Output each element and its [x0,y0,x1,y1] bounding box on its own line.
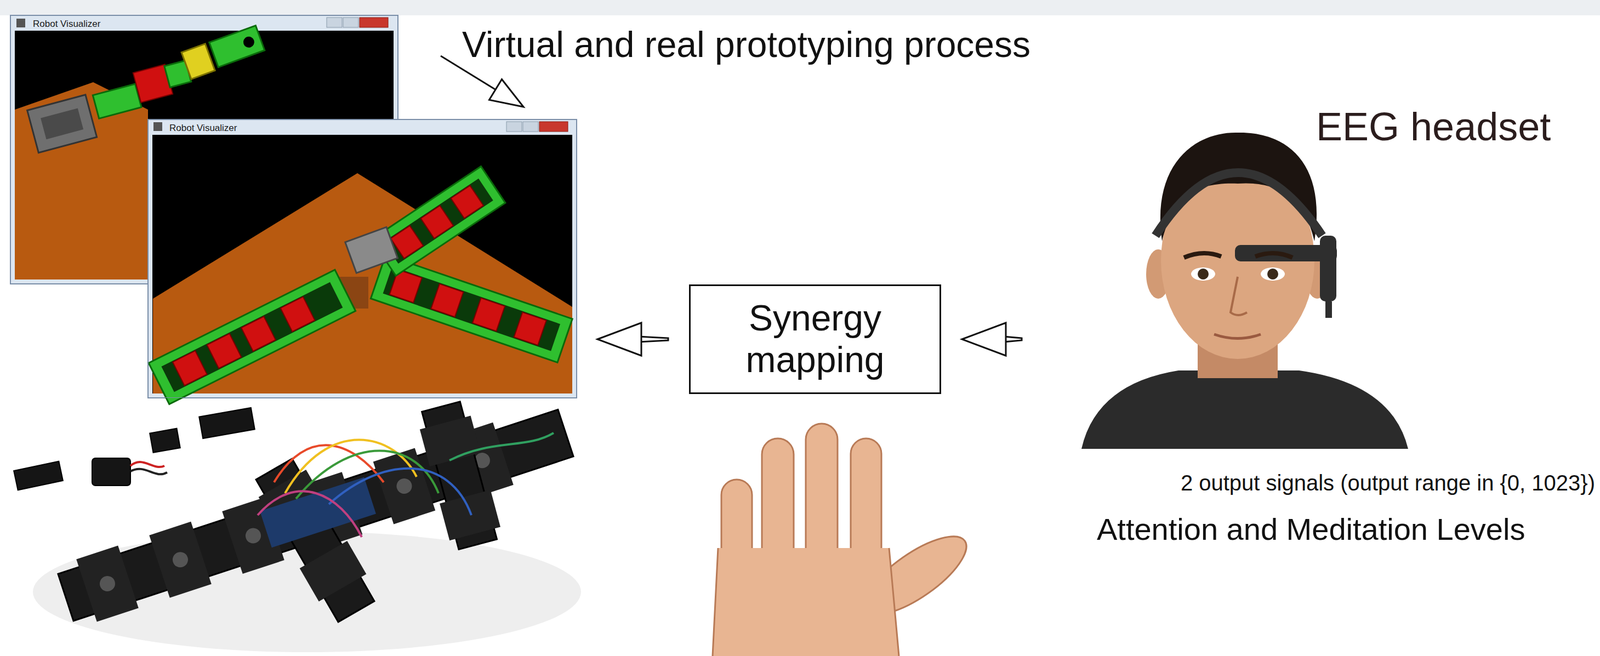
signal-name: Attention and Meditation Levels [1096,511,1525,548]
window-title: Robot Visualizer [32,18,101,30]
node-text: EEG headset [1316,104,1551,150]
hand-illustration [712,423,978,656]
arrow-connector [597,322,669,356]
robot-photo [13,400,582,653]
process-box: Synergy mapping [689,284,942,395]
top-band [0,0,1600,16]
node-text: Robot Visualizer [169,122,237,134]
front-window [147,119,577,405]
window-frame: Robot Visualizer [147,119,577,398]
person-illustration [1081,132,1409,449]
headset-region: EEG headset [1042,104,1597,461]
signal-note: 2 output signals (output range in {0, 10… [1180,470,1596,496]
annotation: Virtual and real prototyping process [462,24,1031,66]
arrow-connector [961,322,1022,356]
node-text: Synergy mapping [690,297,940,381]
